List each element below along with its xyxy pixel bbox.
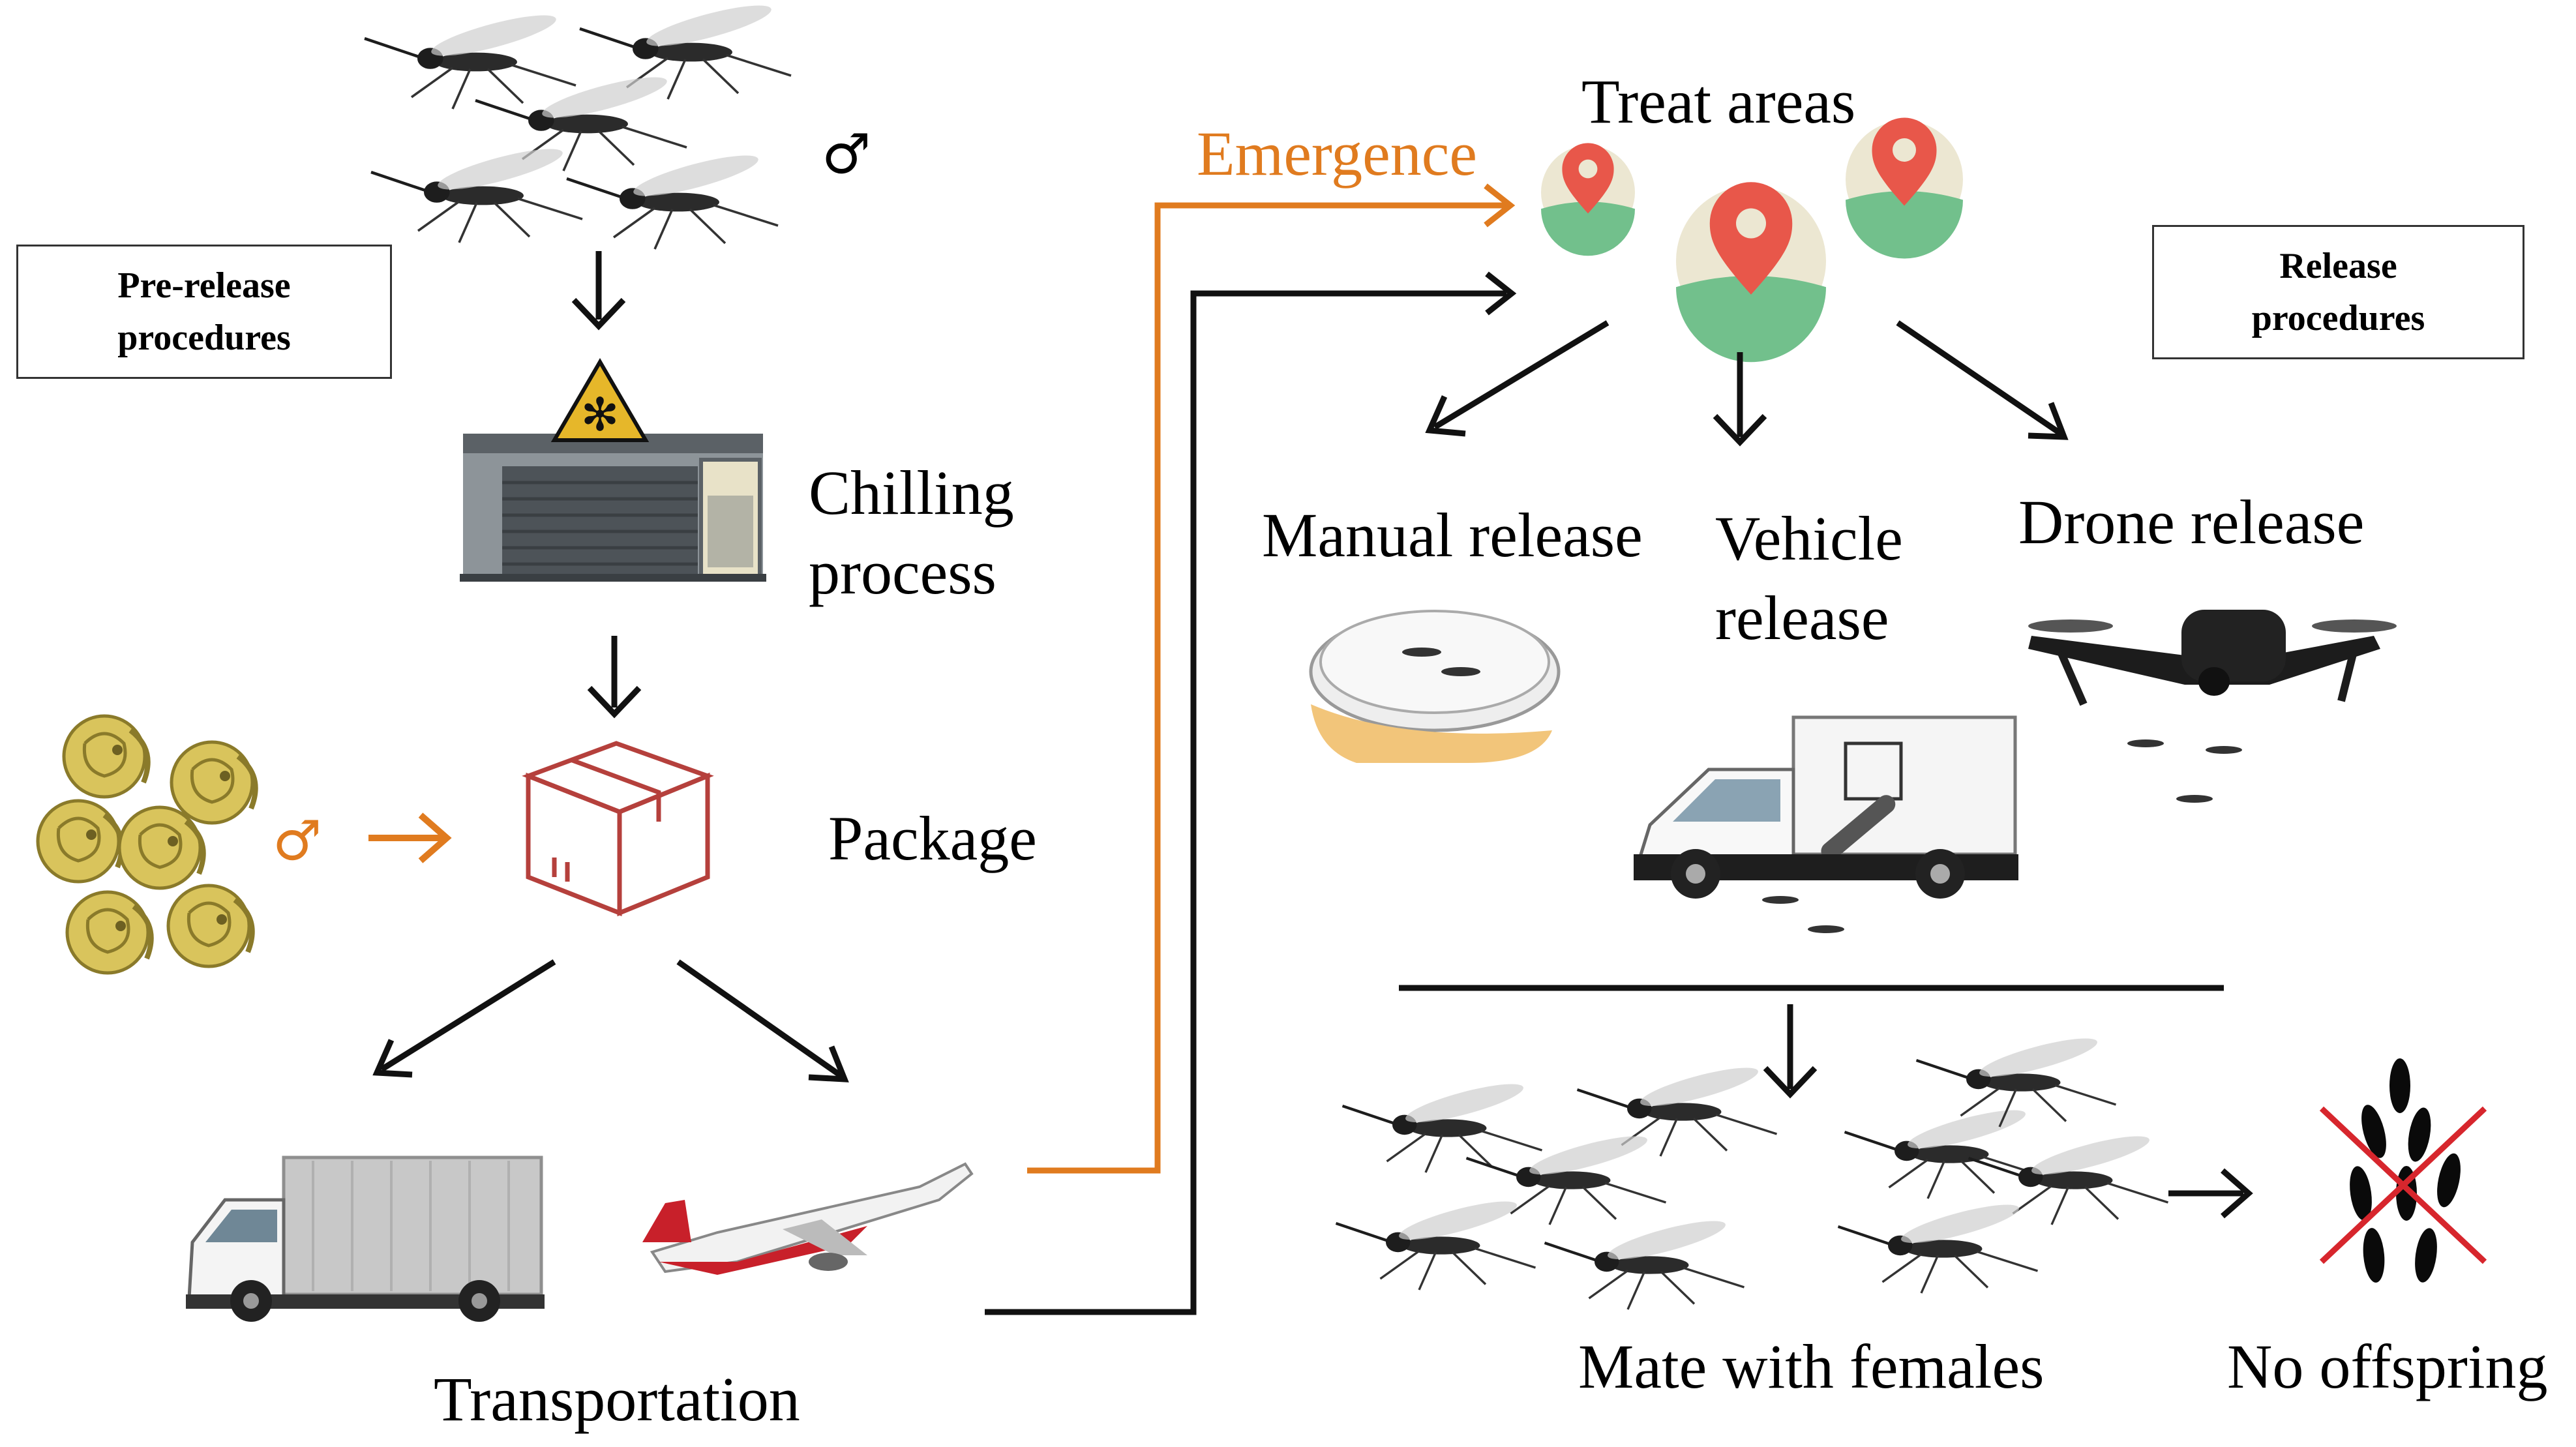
- arrows-to-transportation: [372, 959, 849, 1082]
- male-symbol-top: ♂: [822, 122, 871, 186]
- manual-release-icon: [1309, 610, 1561, 763]
- drone-release-icon: [2028, 610, 2397, 803]
- chilling-label-line2: process: [809, 537, 996, 607]
- arrow-to-chilling: [571, 251, 626, 331]
- transport-to-treat-areas-arrow: [985, 271, 1517, 1315]
- vehicle-label-line1: Vehicle: [1715, 503, 1903, 573]
- merge-line-arrow: [1399, 985, 2224, 1099]
- chilling-facility-icon: ✻: [460, 358, 766, 582]
- package-label: Package: [828, 803, 1037, 873]
- crossed-eggs-icon: [2319, 1058, 2487, 1283]
- male-mosquito-swarm-top: [365, 0, 791, 249]
- svg-text:✻: ✻: [581, 388, 620, 441]
- manual-release-label: Manual release: [1262, 500, 1643, 570]
- pre-release-box-line2: procedures: [117, 318, 291, 358]
- pupae-to-package-arrow: [368, 813, 452, 863]
- pupae-cluster: [38, 716, 256, 973]
- male-symbol-pupae: ♂: [273, 809, 322, 873]
- arrows-to-release-methods: [1425, 320, 2069, 447]
- pre-release-box-line1: Pre-release: [117, 265, 291, 306]
- treat-areas-label: Treat areas: [1581, 67, 1856, 136]
- emergence-arrow: [1027, 183, 1516, 1174]
- no-offspring-label: No offspring: [2227, 1332, 2548, 1401]
- release-box-line1: Release: [2279, 246, 2397, 286]
- release-procedures-box: Release procedures: [2152, 225, 2524, 359]
- mating-mosquito-swarm: [1336, 1031, 2168, 1309]
- release-box-line2: procedures: [2251, 298, 2425, 338]
- transportation-label: Transportation: [434, 1364, 800, 1434]
- truck-icon: [186, 1156, 545, 1322]
- chilling-label-line1: Chilling: [809, 458, 1014, 528]
- pre-release-procedures-box: Pre-release procedures: [16, 245, 392, 379]
- airplane-icon: [642, 1162, 974, 1275]
- vehicle-release-icon: [1634, 715, 2018, 933]
- emergence-label: Emergence: [1197, 119, 1477, 188]
- drone-release-label: Drone release: [2018, 487, 2365, 557]
- chilling-process-label: Chilling process: [809, 453, 1014, 612]
- vehicle-label-line2: release: [1715, 583, 1889, 653]
- arrow-to-no-offspring: [2168, 1168, 2253, 1219]
- package-icon: [522, 741, 714, 917]
- vehicle-release-label: Vehicle release: [1715, 499, 1903, 658]
- arrow-to-package: [587, 636, 642, 719]
- mate-with-females-label: Mate with females: [1578, 1332, 2044, 1401]
